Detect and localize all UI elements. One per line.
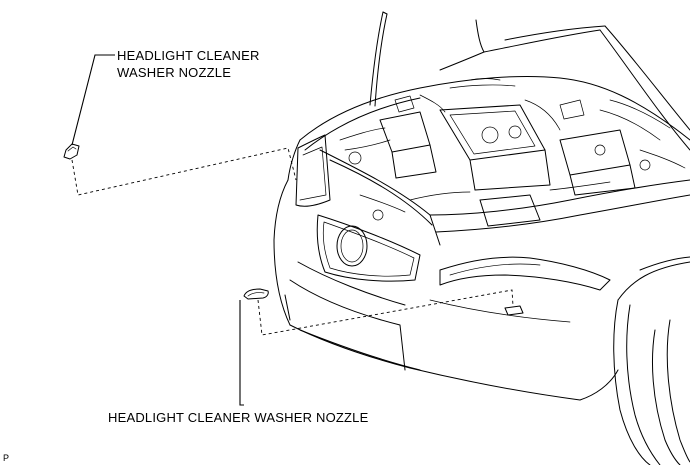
callout-top-nozzle: HEADLIGHT CLEANER WASHER NOZZLE [117, 47, 260, 81]
leader-lines [71, 54, 244, 406]
front-grille [316, 214, 421, 282]
callout-bottom-nozzle: HEADLIGHT CLEANER WASHER NOZZLE [108, 410, 369, 425]
figure-code: P [3, 453, 10, 463]
lower-bumper [284, 261, 571, 371]
callout-top-line1: HEADLIGHT CLEANER [117, 48, 260, 63]
nozzle-part-bottom [243, 288, 269, 300]
raised-hood [369, 11, 690, 151]
body-outline [273, 75, 690, 466]
installation-dashed-lines [71, 147, 514, 336]
left-headlight [295, 134, 331, 207]
callout-top-line2: WASHER NOZZLE [117, 65, 232, 80]
nozzle-part-top [63, 143, 80, 160]
engine-bay [319, 78, 690, 246]
right-headlight [439, 256, 611, 291]
